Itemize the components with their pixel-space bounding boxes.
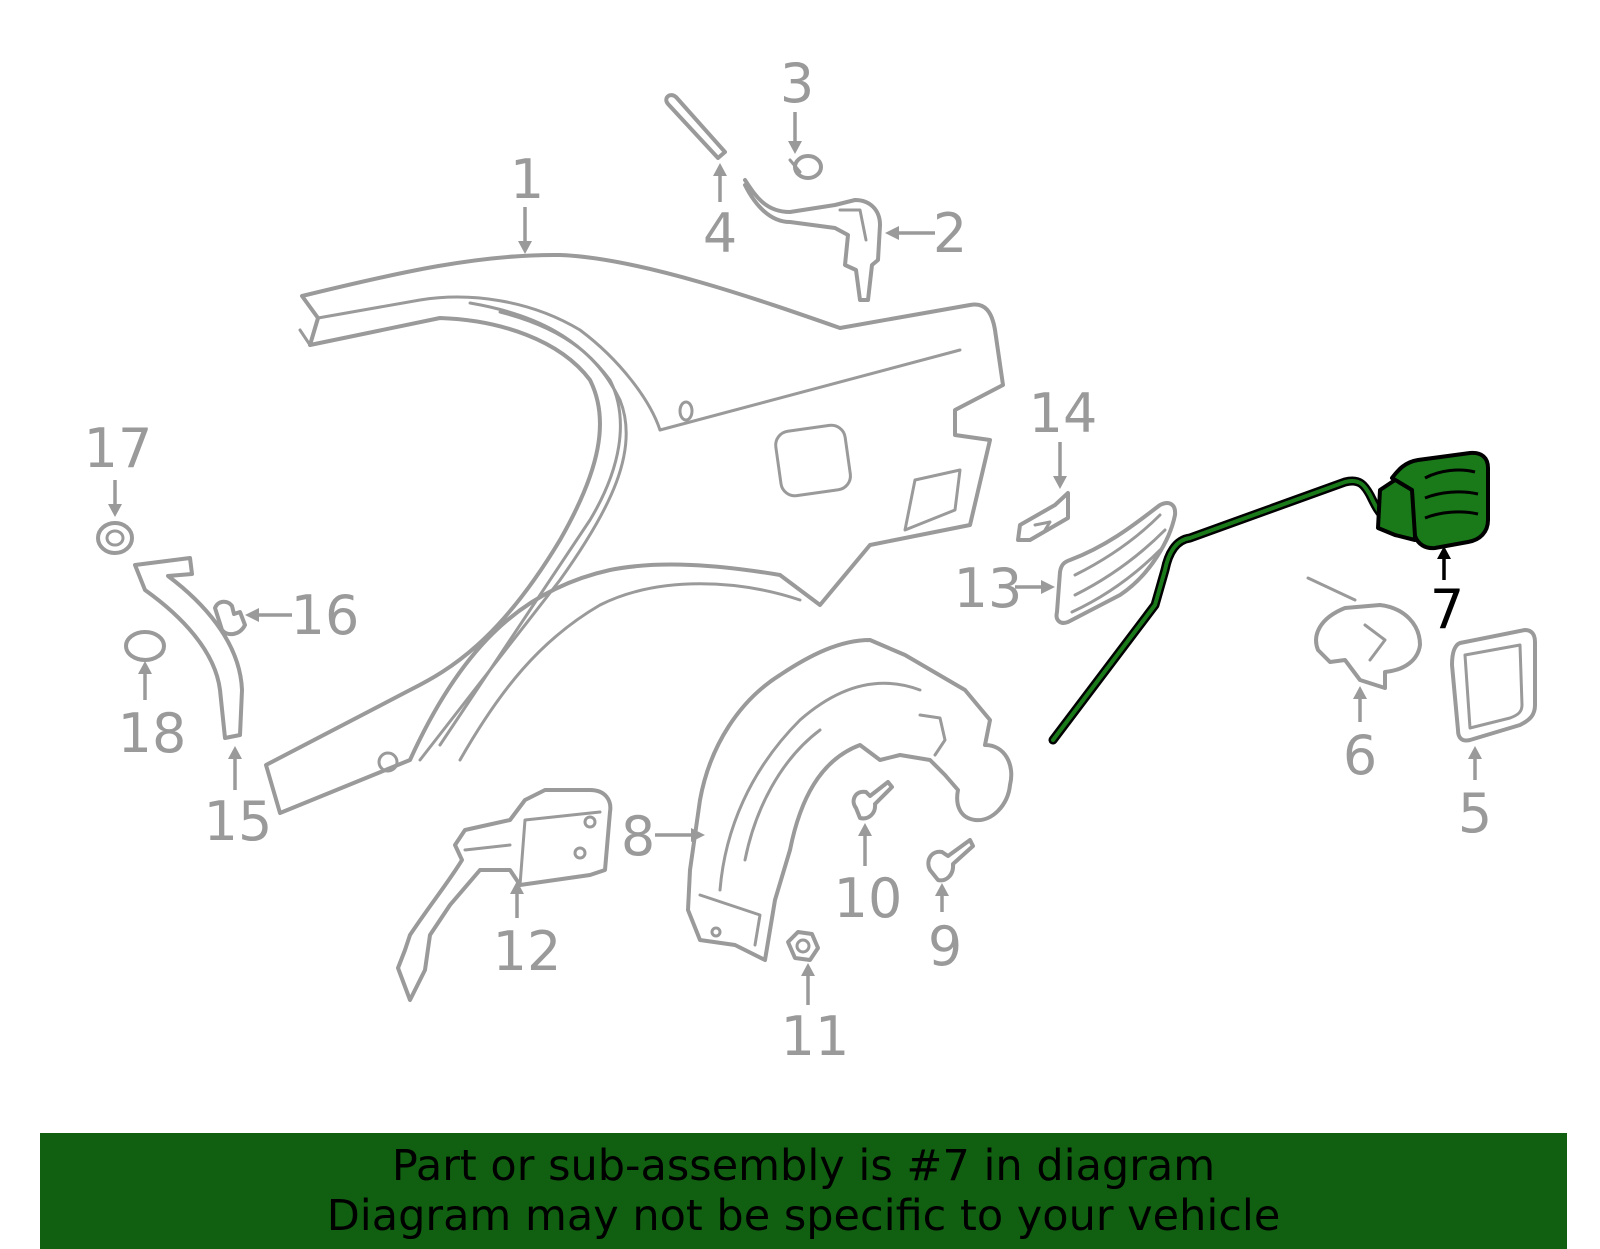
part-11-nut[interactable] [786,930,820,962]
part-16-clip[interactable] [213,599,247,637]
info-banner: Part or sub-assembly is #7 in diagram Di… [40,1133,1567,1249]
callout-14: 14 [1029,382,1098,445]
callout-17: 17 [84,417,153,480]
callout-3: 3 [780,52,814,115]
callout-13: 13 [954,557,1023,620]
part-18-plug[interactable] [124,630,166,662]
callout-18: 18 [118,702,187,765]
callout-9: 9 [928,915,962,978]
part-9-screw[interactable] [926,838,975,883]
banner-line-1: Part or sub-assembly is #7 in diagram [391,1141,1216,1191]
part-2-bracket[interactable] [743,178,882,302]
part-15-trim[interactable] [133,556,244,740]
part-1-quarter-panel[interactable] [264,252,1005,815]
callout-16: 16 [291,584,360,647]
part-6-housing[interactable] [1306,576,1422,690]
callout-4: 4 [703,202,737,265]
part-5-fuel-door[interactable] [1450,628,1537,743]
part-4-rod[interactable] [664,93,727,160]
callout-15: 15 [204,790,273,853]
banner-line-2: Diagram may not be specific to your vehi… [326,1191,1281,1241]
callout-7: 7 [1430,578,1464,641]
part-3-clip[interactable] [788,154,823,180]
callout-10: 10 [834,867,903,930]
part-12-bracket[interactable] [396,788,613,1002]
part-8-wheel-liner[interactable] [686,638,1014,962]
part-10-screw[interactable] [851,780,894,821]
callout-numbers: 1 2 3 4 5 6 7 8 9 10 11 12 13 14 15 16 1… [84,52,1493,1068]
callout-5: 5 [1458,782,1492,845]
part-17-grommet[interactable] [96,521,134,555]
callout-2: 2 [933,202,967,265]
callout-1: 1 [510,148,544,211]
part-7-fuel-door-cable[interactable] [1048,450,1490,745]
part-14-bracket[interactable] [1016,491,1070,542]
leader-lines [108,112,1482,1005]
callout-6: 6 [1343,724,1377,787]
part-13-vent[interactable] [1054,501,1178,625]
callout-11: 11 [781,1005,850,1068]
callout-12: 12 [493,920,562,983]
callout-8: 8 [621,805,655,868]
